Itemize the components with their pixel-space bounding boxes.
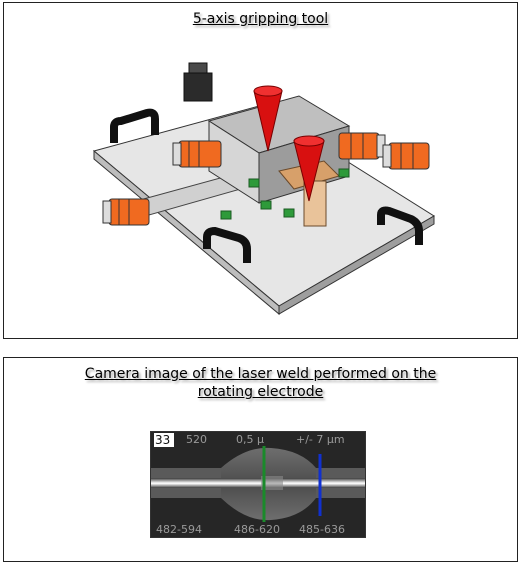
camera-image-title: Camera image of the laser weld performed… [84, 366, 437, 400]
camera-image-panel: Camera image of the laser weld performed… [3, 357, 518, 562]
overlay-top-label: 520 [186, 433, 207, 446]
overlay-bottom-label: 486-620 [234, 523, 280, 536]
overlay-top-label: 0,5 μ [236, 433, 264, 446]
overlay-bottom-label: 482-594 [156, 523, 202, 536]
weld-image-graphic [151, 432, 365, 537]
overlay-bottom-label: 485-636 [299, 523, 345, 536]
gripping-tool-panel: 5-axis gripping tool [3, 2, 518, 339]
gripping-tool-illustration [92, 62, 435, 316]
overlay-top-label: +/- 7 μm [296, 433, 345, 446]
frame-number: 33 [154, 433, 175, 447]
gripping-tool-title: 5-axis gripping tool [192, 11, 329, 27]
camera-image: 33 520 0,5 μ +/- 7 μm 482-594 486-620 48… [150, 431, 366, 538]
